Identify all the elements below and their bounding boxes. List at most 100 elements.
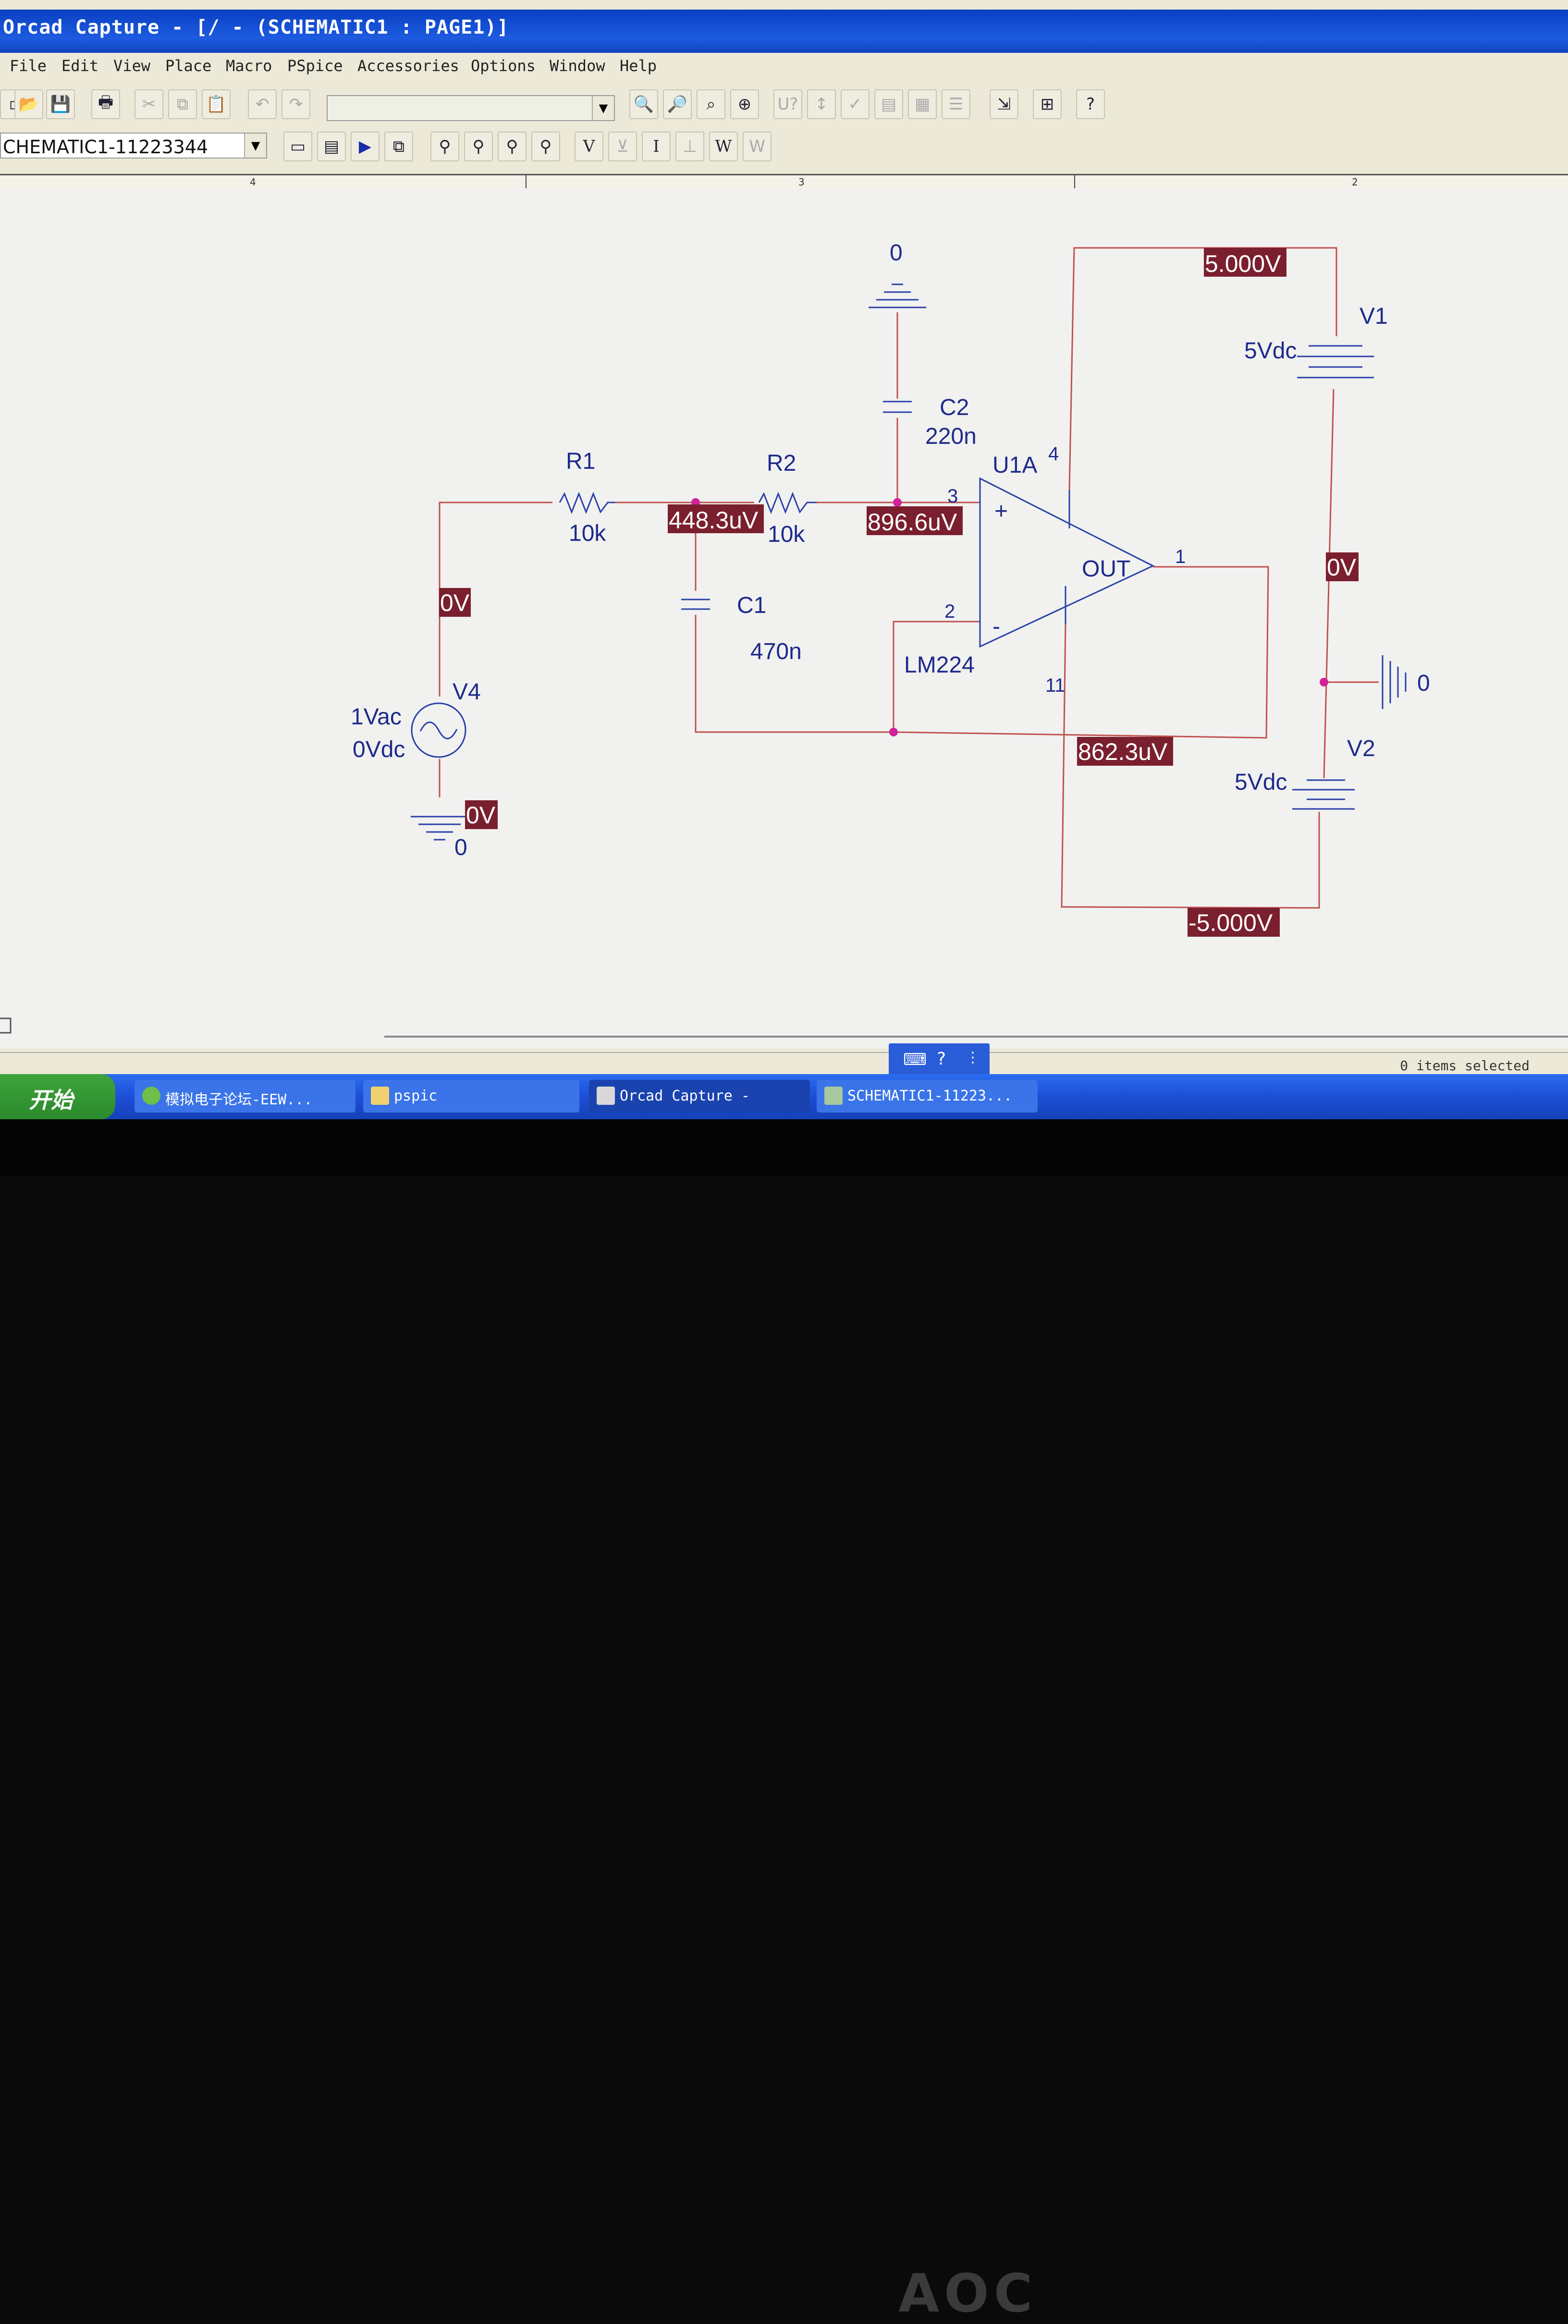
ime-toolbar[interactable]: ⌨ ? ⋮ (889, 1043, 990, 1076)
sine-wave-icon (419, 722, 458, 739)
menu-edit[interactable]: Edit (61, 57, 99, 75)
battery-v2[interactable] (1292, 779, 1355, 810)
scroll-left-arrow-icon[interactable] (0, 1017, 12, 1034)
probe-vplus-bg[interactable] (1204, 248, 1286, 277)
task-folder[interactable]: pspic (363, 1080, 579, 1113)
paste-icon[interactable]: 📋 (202, 89, 231, 119)
capacitor-c2[interactable] (883, 401, 912, 413)
power-display-icon[interactable]: W (743, 132, 772, 161)
bias-voltage-toggle[interactable]: V (575, 132, 603, 161)
task-orcad[interactable]: Orcad Capture - (589, 1080, 810, 1113)
schematic-canvas[interactable]: R1 10k R2 10k C1 470n C2 220n U1A LM224 … (0, 188, 1568, 1048)
probe-n1-bg[interactable] (668, 504, 764, 533)
diff-marker-icon[interactable]: ⚲ (464, 132, 493, 161)
voltage-display-icon[interactable]: ⊻ (608, 132, 637, 161)
r2-value: 10k (768, 522, 805, 547)
menu-accessories[interactable]: Accessories (357, 57, 459, 75)
menu-place[interactable]: Place (165, 57, 212, 75)
help-icon[interactable]: ? (1076, 89, 1105, 119)
menu-options[interactable]: Options (471, 57, 536, 75)
task-schematic[interactable]: SCHEMATIC1-11223... (817, 1080, 1038, 1113)
chevron-down-icon[interactable]: ▼ (592, 96, 614, 120)
power-marker-icon[interactable]: ⚲ (531, 132, 560, 161)
current-marker-icon[interactable]: ⚲ (498, 132, 527, 161)
probe-gnd-src-bg[interactable] (465, 800, 498, 829)
chevron-down-icon[interactable]: ▼ (244, 134, 266, 158)
v2-value: 5Vdc (1235, 770, 1287, 795)
probe-vminus-bg[interactable] (1188, 908, 1280, 937)
u1-pin11: 11 (1045, 675, 1066, 696)
task-label: Orcad Capture - (620, 1088, 750, 1104)
menu-help[interactable]: Help (620, 57, 657, 75)
ac-source-v4[interactable] (411, 702, 466, 758)
wires (439, 247, 1379, 909)
keyboard-icon[interactable]: ⌨ (903, 1050, 927, 1069)
menu-macro[interactable]: Macro (226, 57, 272, 75)
drc-icon[interactable]: ✓ (841, 89, 870, 119)
wire-c1-bottom (695, 615, 894, 733)
help-icon[interactable]: ? (937, 1049, 946, 1069)
title-bar[interactable]: Orcad Capture - [/ - (SCHEMATIC1 : PAGE1… (0, 10, 1568, 58)
netlist-icon[interactable]: ▤ (874, 89, 903, 119)
wire-feedback (893, 566, 1269, 739)
u1-pin3: 3 (947, 486, 958, 507)
run-icon[interactable]: ▶ (351, 132, 380, 161)
c2-ref: C2 (940, 395, 969, 420)
probe-out-bg[interactable] (1077, 737, 1173, 766)
zoom-all-icon[interactable]: ⊕ (730, 89, 759, 119)
resistor-r1[interactable] (559, 491, 615, 514)
probe-n2-bg[interactable] (867, 506, 963, 535)
open-folder-icon[interactable]: 📂 (14, 89, 43, 119)
task-browser[interactable]: 模拟电子论坛-EEW... (135, 1080, 355, 1113)
bom-icon[interactable]: ☰ (942, 89, 970, 119)
ruler-tick (526, 175, 527, 190)
v2-ref: V2 (1347, 736, 1375, 761)
redo-icon[interactable]: ↷ (282, 89, 310, 119)
start-button[interactable]: 开始 (0, 1074, 115, 1119)
menu-pspice[interactable]: PSpice (287, 57, 343, 75)
cross-reference-icon[interactable]: ▦ (908, 89, 937, 119)
snap-grid-icon[interactable]: ⇲ (990, 89, 1018, 119)
zoom-in-icon[interactable]: 🔍 (629, 89, 658, 119)
new-simulation-icon[interactable]: ▭ (283, 132, 312, 161)
probe-n1: 448.3uV (669, 507, 759, 534)
undo-icon[interactable]: ↶ (248, 89, 277, 119)
u1-pin1: 1 (1175, 546, 1186, 567)
c2-value: 220n (925, 424, 977, 449)
menu-file[interactable]: File (10, 57, 47, 75)
menu-window[interactable]: Window (550, 57, 605, 75)
voltage-marker-icon[interactable]: ⚲ (430, 132, 459, 161)
menu-view[interactable]: View (113, 57, 151, 75)
probe-vin-bg[interactable] (439, 588, 471, 617)
probe-out: 862.3uV (1078, 738, 1168, 765)
view-results-icon[interactable]: ⧉ (384, 132, 413, 161)
probe-gnd-src: 0V (466, 802, 496, 829)
wire-minus (893, 621, 980, 732)
copy-icon[interactable]: ⧉ (168, 89, 197, 119)
zoom-area-icon[interactable]: ⌕ (697, 89, 725, 119)
schematic-drawing: R1 10k R2 10k C1 470n C2 220n U1A LM224 … (0, 240, 1568, 1038)
part-search-combo[interactable]: ▼ (327, 95, 615, 121)
cut-icon[interactable]: ✂ (135, 89, 163, 119)
resistor-r2[interactable] (758, 491, 817, 514)
v4-ref: V4 (453, 679, 481, 705)
annotate-icon[interactable]: U? (773, 89, 802, 119)
opamp-u1a[interactable] (979, 477, 1155, 648)
project-manager-icon[interactable]: ⊞ (1033, 89, 1062, 119)
probe-mid-bg[interactable] (1326, 552, 1359, 581)
current-display-icon[interactable]: ⊥ (675, 132, 704, 161)
zoom-out-icon[interactable]: 🔎 (663, 89, 692, 119)
bias-power-toggle[interactable]: W (709, 132, 738, 161)
capacitor-c1[interactable] (681, 599, 710, 610)
edit-simulation-icon[interactable]: ▤ (317, 132, 346, 161)
options-icon[interactable]: ⋮ (966, 1049, 980, 1066)
battery-v1[interactable] (1297, 345, 1374, 379)
u1-plus-label: + (994, 499, 1008, 524)
design-combo[interactable]: CHEMATIC1-11223344 ▼ (0, 133, 267, 159)
ruler-number: 2 (1352, 176, 1358, 188)
menu-bar: File Edit View Place Macro PSpice Access… (0, 53, 1568, 83)
bias-current-toggle[interactable]: I (642, 132, 671, 161)
save-icon[interactable]: 💾 (46, 89, 75, 119)
print-icon[interactable]: 🖶 (91, 89, 120, 119)
back-annotate-icon[interactable]: ↕ (807, 89, 836, 119)
